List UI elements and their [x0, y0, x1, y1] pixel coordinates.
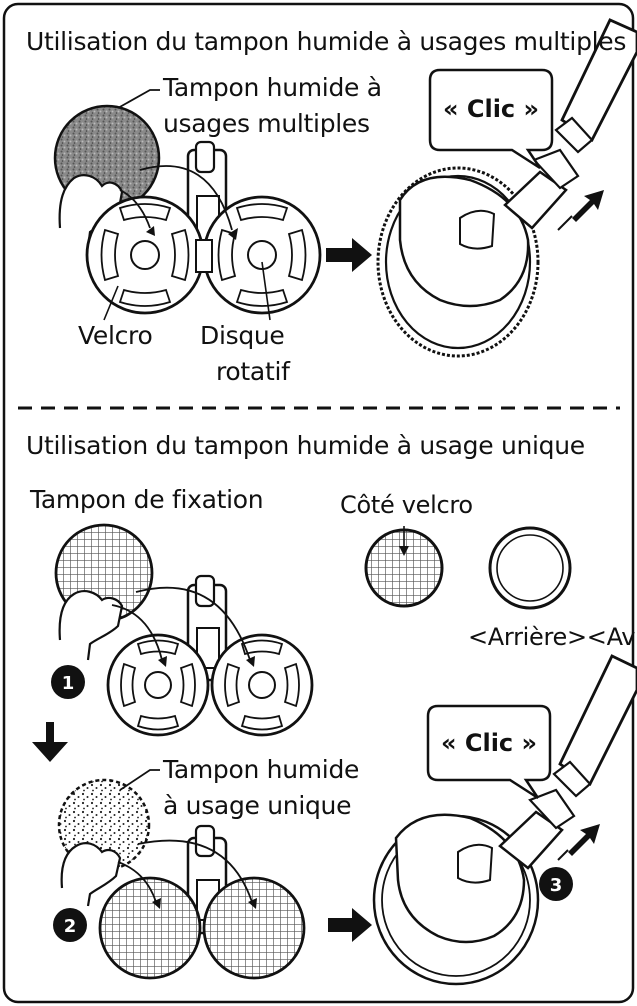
attach-arrow-left [111, 604, 163, 661]
back-pad [488, 526, 572, 610]
multi-use-pad-label-line2: usages multiples [163, 109, 370, 138]
attach-arrow-right [139, 165, 233, 231]
push-arrow-1 [572, 190, 604, 222]
disk-leader-line [261, 261, 271, 321]
single-use-pad-label-line2: à usage unique [163, 791, 352, 820]
single-use-pad-label-line1: Tampon humide [163, 755, 360, 784]
velcro-label: Velcro [78, 321, 153, 350]
push-arrow-2 [568, 824, 600, 856]
step-badge-2: 2 [53, 908, 87, 942]
hand-icon [58, 590, 124, 661]
step-badge-3: 3 [539, 867, 573, 901]
step-number: 3 [550, 875, 563, 896]
multi-use-pad-label-line1: Tampon humide à [163, 73, 382, 102]
section1-title: Utilisation du tampon humide à usages mu… [26, 27, 627, 56]
attach-arrow-right [135, 586, 251, 661]
mop-assembled-1 [376, 18, 637, 358]
click-bubble-2 [426, 704, 552, 800]
attach-arrow-right [137, 839, 253, 903]
single-pad-leader-line [119, 769, 160, 791]
next-step-arrow-2 [328, 908, 372, 942]
mop-assembled-2 [372, 654, 637, 986]
step-number: 1 [62, 673, 75, 694]
velcro-leader-line [103, 285, 119, 321]
mop-head-base-1 [85, 140, 322, 315]
hand-icon [60, 842, 122, 907]
click-bubble-1 [428, 68, 554, 170]
step-badge-1: 1 [51, 665, 85, 699]
fixing-pad-label: Tampon de fixation [30, 485, 264, 514]
down-arrow [32, 722, 68, 762]
mop-head-base-3 [98, 824, 306, 980]
disk-label-line1: Disque [200, 321, 285, 350]
next-step-arrow-1 [326, 238, 372, 272]
attach-arrow-left [119, 189, 151, 229]
mop-head-base-2 [106, 574, 314, 737]
click-label-1: « Clic » [443, 95, 540, 123]
disk-label-line2: rotatif [216, 357, 290, 386]
pad-leader-line [117, 89, 160, 109]
step-number: 2 [64, 916, 77, 937]
velcro-side-label: Côté velcro [340, 491, 473, 519]
attach-arrow-left [117, 861, 157, 903]
click-label-2: « Clic » [441, 729, 538, 757]
section2-title: Utilisation du tampon humide à usage uni… [26, 431, 585, 460]
back-front-label: <Arrière><Av [468, 624, 636, 651]
